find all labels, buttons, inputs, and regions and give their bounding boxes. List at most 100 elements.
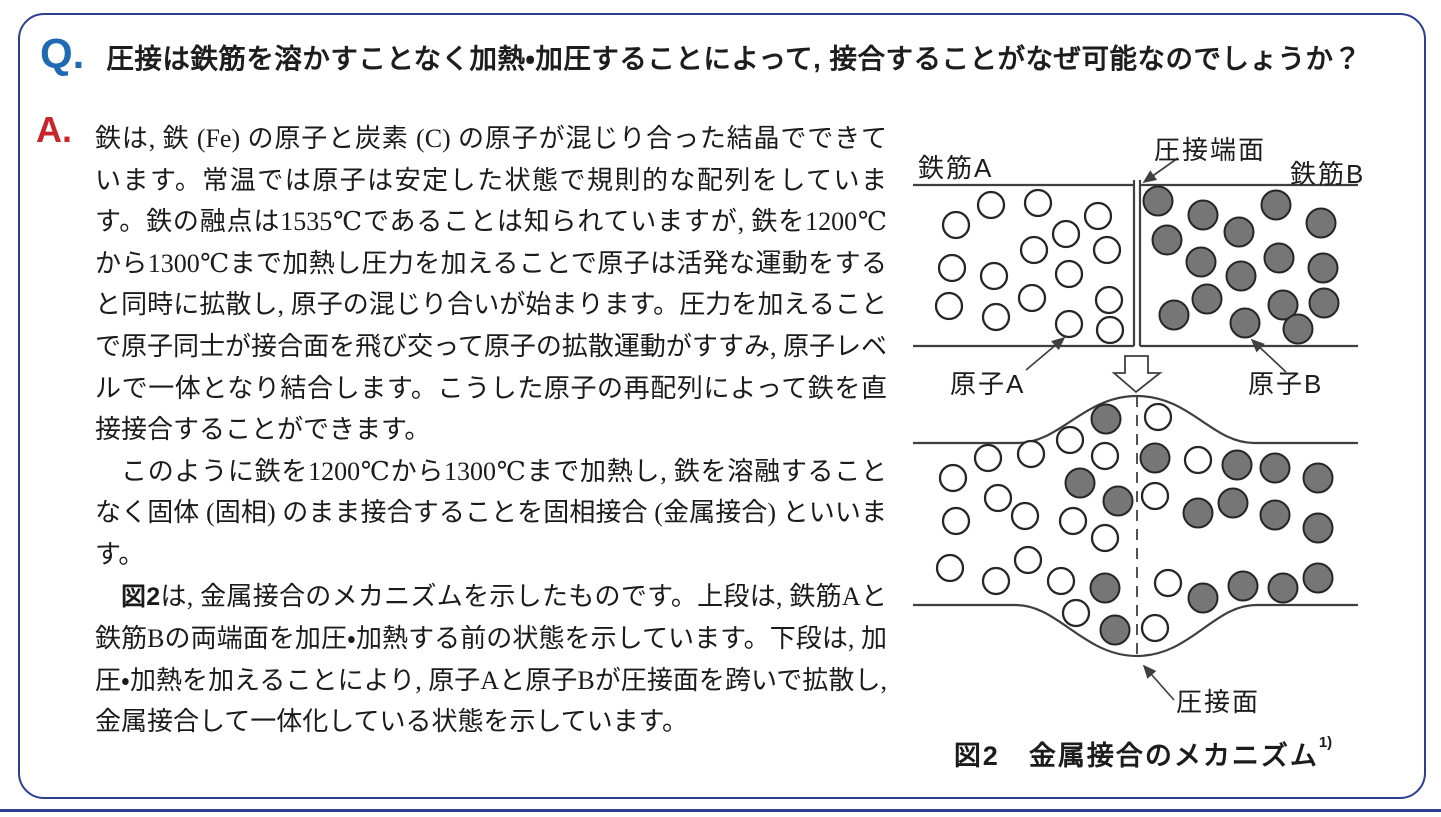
atom-a-circle (1046, 566, 1076, 596)
atom-b-circle (1139, 442, 1171, 474)
figure-2: 鉄筋A 圧接端面 鉄筋B 原子A 原子B 圧接面 図2 金属接合のメカニズム1) (888, 128, 1425, 796)
atom-a-circle (1019, 235, 1049, 265)
figure-reference: 図2 (121, 582, 161, 611)
atom-a-circle (937, 253, 967, 283)
atom-b-circle (1302, 512, 1334, 544)
atom-b-circle (1259, 499, 1291, 531)
atoms-layer (934, 185, 1340, 646)
end-face-arrow (1142, 157, 1179, 183)
atom-b-circle (1151, 224, 1183, 256)
atom-a-circle (1055, 425, 1085, 455)
atom-a-circle (976, 190, 1006, 220)
atom-b-circle (1225, 260, 1257, 292)
atom-b-circle (1282, 313, 1314, 345)
label-weld-face: 圧接面 (1176, 687, 1261, 717)
top-panel-outline (913, 180, 1358, 348)
answer-body: 鉄は, 鉄 (Fe) の原子と炭素 (C) の原子が混じり合った結晶でできていま… (95, 118, 887, 743)
atom-a-circle (1143, 402, 1173, 432)
label-rebar-b: 鉄筋B (1290, 159, 1366, 189)
atom-b-circle (1221, 449, 1253, 481)
atom-a-circle (941, 506, 971, 536)
rounded-border-frame (18, 13, 1426, 799)
atom-a-circle (1094, 285, 1124, 315)
answer-paragraph-1: 鉄は, 鉄 (Fe) の原子と炭素 (C) の原子が混じり合った結晶でできていま… (95, 124, 887, 445)
atom-a-circle (983, 483, 1013, 513)
atom-a-circle (1058, 506, 1088, 536)
atom-b-circle (1142, 185, 1174, 217)
atom-a-circle (1092, 235, 1122, 265)
atom-b-circle (1267, 289, 1299, 321)
atom-b-circle (1229, 307, 1261, 339)
label-atom-a: 原子A (950, 369, 1026, 399)
atom-a-circle (1153, 568, 1183, 598)
atom-b-circle (1307, 252, 1339, 284)
atom-a-circle (1090, 441, 1120, 471)
atom-b-circle (1064, 467, 1096, 499)
label-atom-b: 原子B (1248, 369, 1324, 399)
atom-a-circle (1023, 188, 1053, 218)
atom-a-circle (1183, 445, 1213, 475)
atom-a-circle (1054, 309, 1084, 339)
atom-b-circle (1302, 562, 1334, 594)
atom-b-circle (1263, 242, 1295, 274)
atom-b-circle (1223, 216, 1255, 248)
atom-b-circle (1191, 283, 1223, 315)
label-end-face: 圧接端面 (1154, 135, 1267, 165)
atom-a-circle (1140, 481, 1170, 511)
atom-a-circle (1090, 523, 1120, 553)
atom-b-circle (1187, 582, 1219, 614)
question-text: 圧接は鉄筋を溶かすことなく加熱・加圧することによって, 接合することがなぜ可能な… (106, 43, 1362, 74)
atom-b-circle (1260, 189, 1292, 221)
weld-face-arrow (1142, 664, 1175, 701)
question-row: Q. 圧接は鉄筋を溶かすことなく加熱・加圧することによって, 接合することがなぜ… (40, 33, 1361, 75)
atom-b-circle (1099, 614, 1131, 646)
atom-a-circle (934, 291, 964, 321)
atom-a-circle (1010, 501, 1040, 531)
atom-a-circle (981, 566, 1011, 596)
page-bottom-rule (0, 809, 1441, 812)
atom-a-circle (1017, 283, 1047, 313)
label-rebar-a: 鉄筋A (918, 153, 994, 183)
atom-b-circle (1090, 403, 1122, 435)
atom-a-circle (1140, 613, 1170, 643)
atom-a-circle (979, 261, 1009, 291)
atom-b-circle (1158, 299, 1190, 331)
atom-b-circle (1302, 462, 1334, 494)
atom-a-circle (1054, 259, 1084, 289)
atom-b-arrow (1250, 338, 1287, 373)
atom-b-circle (1305, 207, 1337, 239)
atom-b-circle (1102, 485, 1134, 517)
metal-bonding-diagram (913, 157, 1358, 701)
bottom-panel-outline (913, 394, 1358, 658)
figure-caption: 図2 金属接合のメカニズム1) (928, 734, 1358, 773)
atom-a-arrow (1025, 336, 1066, 371)
atom-b-circle (1227, 570, 1259, 602)
atom-b-circle (1185, 246, 1217, 278)
atom-a-circle (1095, 315, 1125, 345)
figure-caption-reference: 1) (1318, 734, 1333, 751)
atom-b-circle (1187, 199, 1219, 231)
atom-a-circle (1016, 439, 1046, 469)
answer-paragraph-3: 図2は, 金属接合のメカニズムを示したものです。上段は, 鉄筋Aと鉄筋Bの両端面… (95, 576, 887, 743)
atom-a-circle (1061, 598, 1091, 628)
figure-caption-text: 図2 金属接合のメカニズム (953, 741, 1319, 771)
atom-a-circle (935, 553, 965, 583)
answer-marker: A. (36, 109, 72, 150)
atom-a-circle (1083, 201, 1113, 231)
atom-b-circle (1089, 572, 1121, 604)
answer-paragraph-3-text: は, 金属接合のメカニズムを示したものです。上段は, 鉄筋Aと鉄筋Bの両端面を加… (95, 581, 887, 737)
question-marker: Q. (40, 30, 85, 77)
atom-b-circle (1217, 487, 1249, 519)
leader-arrows (1025, 157, 1287, 701)
atom-a-circle (981, 302, 1011, 332)
atom-b-circle (1259, 452, 1291, 484)
atom-b-circle (1267, 572, 1299, 604)
atom-a-circle (941, 210, 971, 240)
atom-b-circle (1308, 287, 1340, 319)
atom-a-circle (1013, 545, 1043, 575)
answer-paragraph-2: このように鉄を1200℃から1300℃まで加熱し, 鉄を溶融することなく固体 (… (95, 456, 887, 569)
atom-a-circle (973, 443, 1003, 473)
atom-a-circle (1051, 219, 1081, 249)
pressing-down-arrow-icon (1111, 355, 1163, 394)
